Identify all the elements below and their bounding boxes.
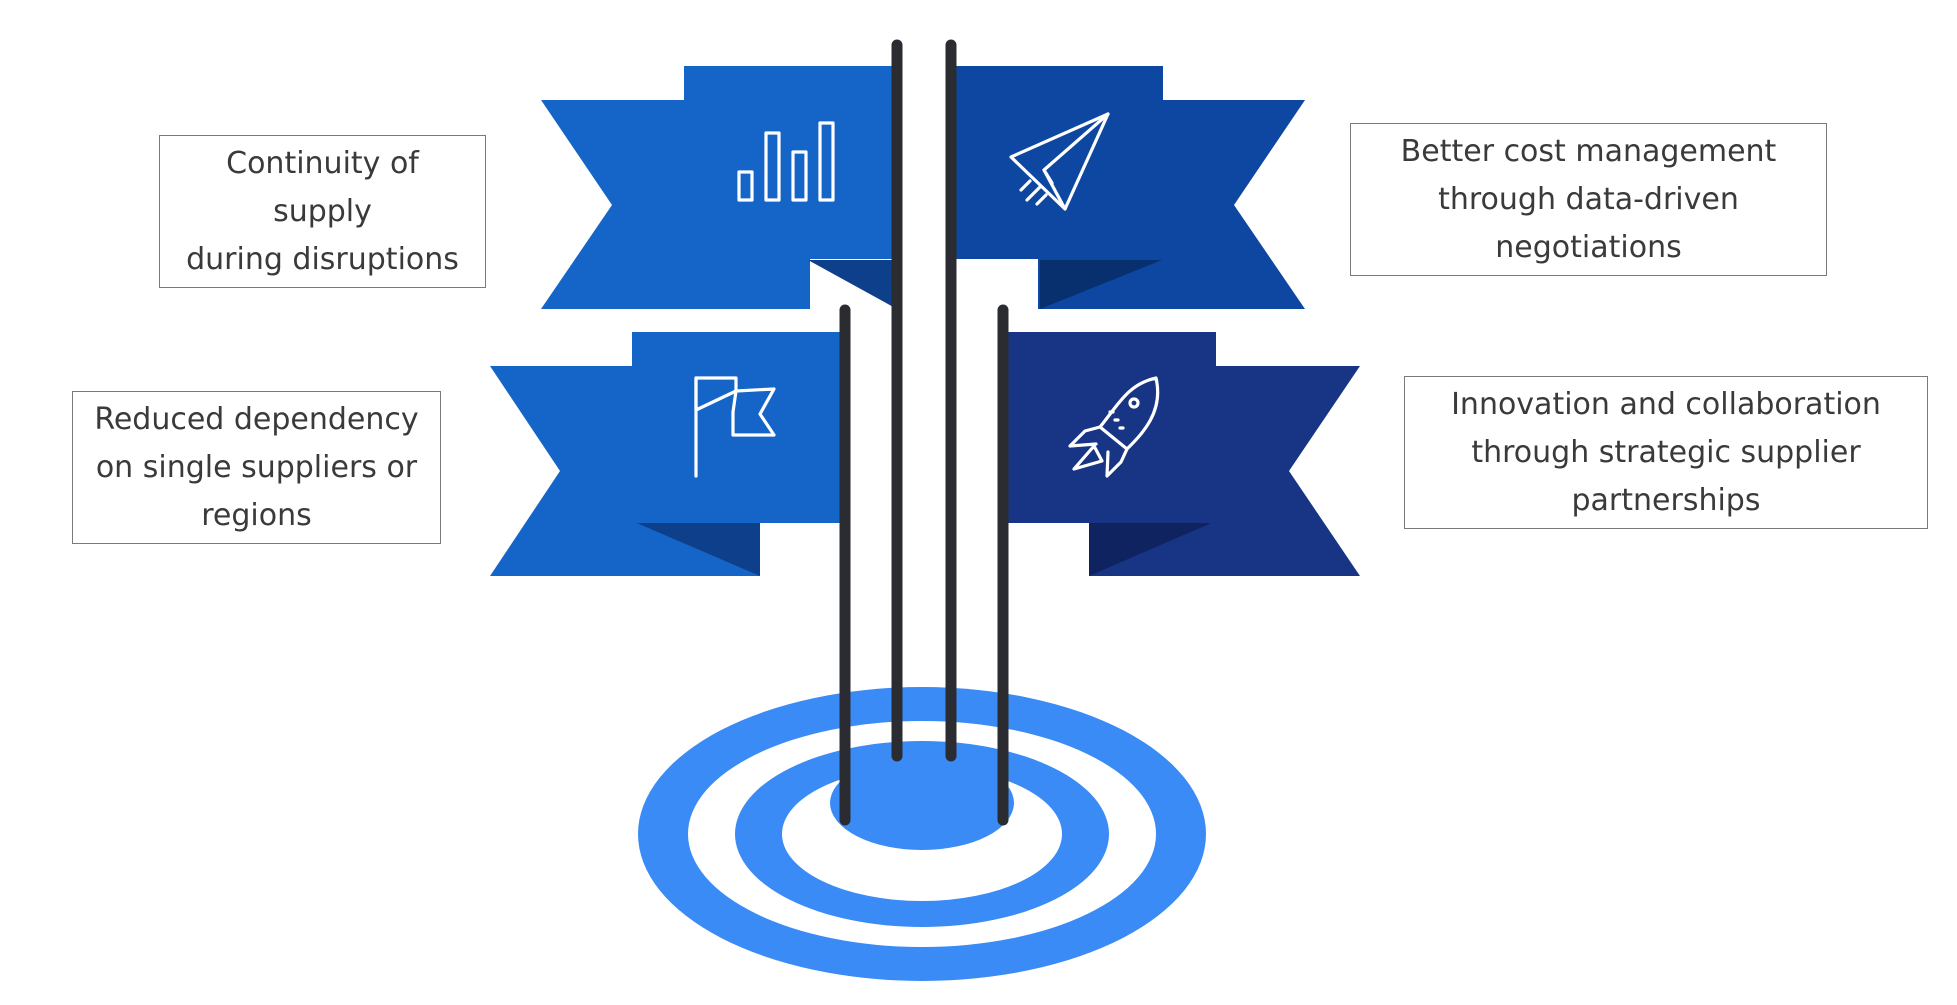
poles: [839, 39, 1009, 826]
bar-chart-icon: [737, 121, 835, 202]
benefit-cost-management: Better cost management through data-driv…: [1350, 123, 1827, 276]
banner-face: [632, 332, 844, 523]
paper-plane-icon: [1009, 112, 1110, 211]
banner-top-left: [541, 66, 897, 309]
banner-fold: [1040, 260, 1162, 309]
banner-fold: [632, 521, 760, 576]
benefit-reduced-dependency: Reduced dependency on single suppliers o…: [72, 391, 441, 544]
benefit-text-line: through strategic supplier: [1471, 434, 1861, 470]
benefit-text-line: Better cost management: [1400, 133, 1777, 169]
benefit-text-line: regions: [201, 497, 312, 533]
banner-fold: [808, 260, 897, 309]
rocket-icon: [1068, 376, 1160, 478]
benefit-text-line: on single suppliers or: [95, 449, 418, 485]
banner-fold: [1089, 521, 1216, 576]
benefit-text-line: negotiations: [1495, 229, 1682, 265]
benefit-continuity-of-supply: Continuity of supply during disruptions: [159, 135, 486, 288]
banner-mid-left: [490, 332, 844, 576]
banner-mid-right: [1005, 332, 1360, 576]
benefit-text-line: partnerships: [1571, 482, 1761, 518]
benefit-text-line: Reduced dependency: [94, 401, 419, 437]
benefit-text-line: during disruptions: [186, 241, 459, 277]
benefit-text-line: Innovation and collaboration: [1451, 386, 1881, 422]
flag-icon: [694, 376, 776, 478]
benefit-innovation-collaboration: Innovation and collaboration through str…: [1404, 376, 1928, 529]
benefit-text-line: through data-driven: [1438, 181, 1739, 217]
benefit-text-line: Continuity of supply: [226, 145, 419, 229]
target-bullseye: [830, 756, 1014, 850]
banner-face: [684, 66, 896, 259]
banner-face: [949, 66, 1163, 259]
target: [638, 687, 1206, 981]
banner-top-right: [949, 66, 1305, 309]
banner-face: [1005, 332, 1216, 523]
